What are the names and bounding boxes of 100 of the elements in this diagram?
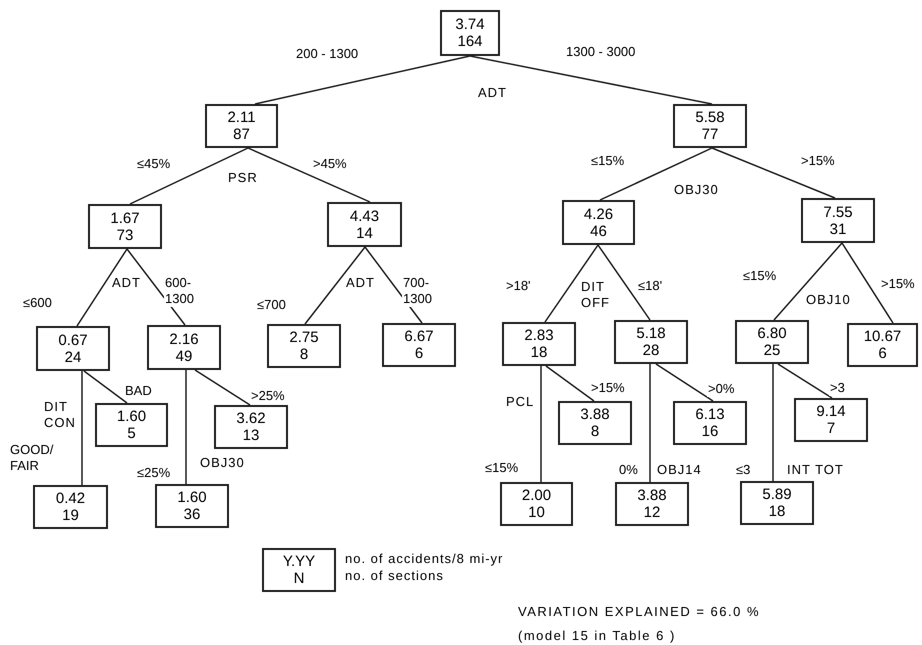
count-value: 7 — [826, 420, 836, 437]
connector-line — [470, 55, 712, 105]
rate-value: 5.89 — [762, 486, 792, 503]
connector-line — [773, 242, 843, 320]
split-variable-label: OBJ30 — [674, 182, 719, 198]
count-value: 49 — [176, 348, 192, 364]
connector-line — [649, 364, 651, 482]
connector-line — [540, 366, 542, 482]
value-box — [794, 398, 868, 442]
value-box — [558, 401, 632, 445]
count-value: 24 — [64, 348, 82, 366]
rate-value: 2.11 — [227, 109, 256, 126]
rate-value: 1.60 — [177, 489, 207, 506]
count-value: 14 — [356, 224, 373, 242]
value-box — [205, 104, 278, 148]
rate-value: 5.58 — [695, 109, 725, 126]
value-box — [327, 202, 402, 247]
count-value: 6 — [878, 345, 887, 362]
connector-line — [130, 147, 248, 205]
rate-value: 5.18 — [636, 325, 666, 342]
value-box — [673, 401, 747, 445]
split-variable-label: DIT OFF — [581, 279, 611, 311]
connector-line — [778, 363, 832, 399]
value-box — [614, 320, 688, 364]
value-box — [262, 548, 336, 592]
value-box — [382, 323, 456, 367]
rate-value: 3.74 — [455, 16, 485, 33]
value-box — [440, 10, 500, 56]
split-variable-label: OBJ30 — [200, 455, 245, 471]
rate-value: 9.14 — [816, 403, 846, 420]
value-box — [155, 484, 229, 528]
connector-line — [712, 147, 836, 199]
count-value: 18 — [530, 344, 548, 361]
value-box — [36, 326, 110, 371]
split-variable-label: OBJ14 — [657, 462, 702, 478]
rate-value: 4.43 — [350, 208, 380, 224]
rate-value: 0.67 — [58, 332, 88, 348]
count-value: 19 — [62, 507, 79, 524]
rate-value: 2.83 — [524, 327, 554, 344]
rate-value: 3.62 — [236, 410, 266, 427]
rate-value: 2.16 — [169, 330, 199, 348]
note-text: (model 15 in Table 6 ) — [518, 628, 676, 644]
connector-line — [600, 147, 712, 201]
rate-value: Y.YY — [282, 553, 316, 570]
value-box — [214, 405, 288, 449]
split-variable-label: DIT CON — [44, 399, 77, 431]
count-value: 77 — [702, 126, 718, 143]
count-value: 73 — [116, 226, 134, 244]
value-box — [735, 320, 809, 364]
connector-line — [544, 244, 599, 322]
value-box — [88, 204, 162, 249]
split-variable-label: ADT — [478, 85, 507, 101]
edge-label: >0% — [707, 381, 736, 397]
connector-line — [76, 248, 128, 326]
value-box — [673, 104, 747, 148]
rate-value: 7.55 — [823, 204, 853, 220]
count-value: 10 — [528, 504, 545, 521]
rate-value: 0.42 — [56, 490, 86, 507]
value-box — [95, 403, 168, 447]
count-value: N — [294, 570, 304, 587]
rate-value: 1.67 — [110, 210, 140, 226]
connector-line — [546, 365, 594, 402]
rate-value: 6.67 — [404, 328, 434, 345]
legend-text: no. of sections — [345, 569, 444, 582]
split-variable-label: ADT — [112, 275, 141, 291]
value-box — [847, 323, 918, 367]
connector-line — [656, 363, 714, 402]
rate-value: 3.88 — [637, 487, 667, 504]
connector-line — [597, 244, 651, 320]
count-value: 36 — [184, 506, 200, 523]
count-value: 13 — [242, 427, 260, 444]
count-value: 12 — [644, 504, 660, 521]
count-value: 5 — [127, 425, 136, 442]
value-box — [502, 322, 576, 366]
count-value: 31 — [830, 220, 846, 238]
split-variable-label: PSR — [228, 170, 258, 186]
count-value: 46 — [590, 222, 607, 240]
connector-line — [772, 364, 774, 481]
count-value: 164 — [457, 33, 483, 50]
connector-line — [254, 55, 470, 105]
connector-line — [364, 246, 423, 324]
rate-value: 3.88 — [580, 406, 610, 423]
connector-line — [248, 147, 370, 203]
count-value: 6 — [414, 345, 424, 362]
rate-value: 6.80 — [757, 325, 787, 342]
count-value: 87 — [233, 126, 250, 143]
connector-line — [841, 242, 894, 324]
legend-text: no. of accidents/8 mi-yr — [345, 552, 504, 565]
value-box — [33, 485, 108, 529]
value-box — [147, 325, 221, 370]
count-value: 8 — [590, 423, 600, 440]
connector-line — [194, 369, 250, 406]
split-variable-label: ADT — [346, 275, 375, 291]
connector-line — [304, 246, 366, 324]
rate-value: 2.75 — [289, 329, 319, 346]
connector-line — [84, 370, 128, 404]
rate-value: 6.13 — [695, 406, 725, 423]
count-value: 16 — [702, 423, 718, 440]
count-value: 8 — [300, 346, 308, 363]
note-text: VARIATION EXPLAINED = 66.0 % — [518, 604, 760, 620]
